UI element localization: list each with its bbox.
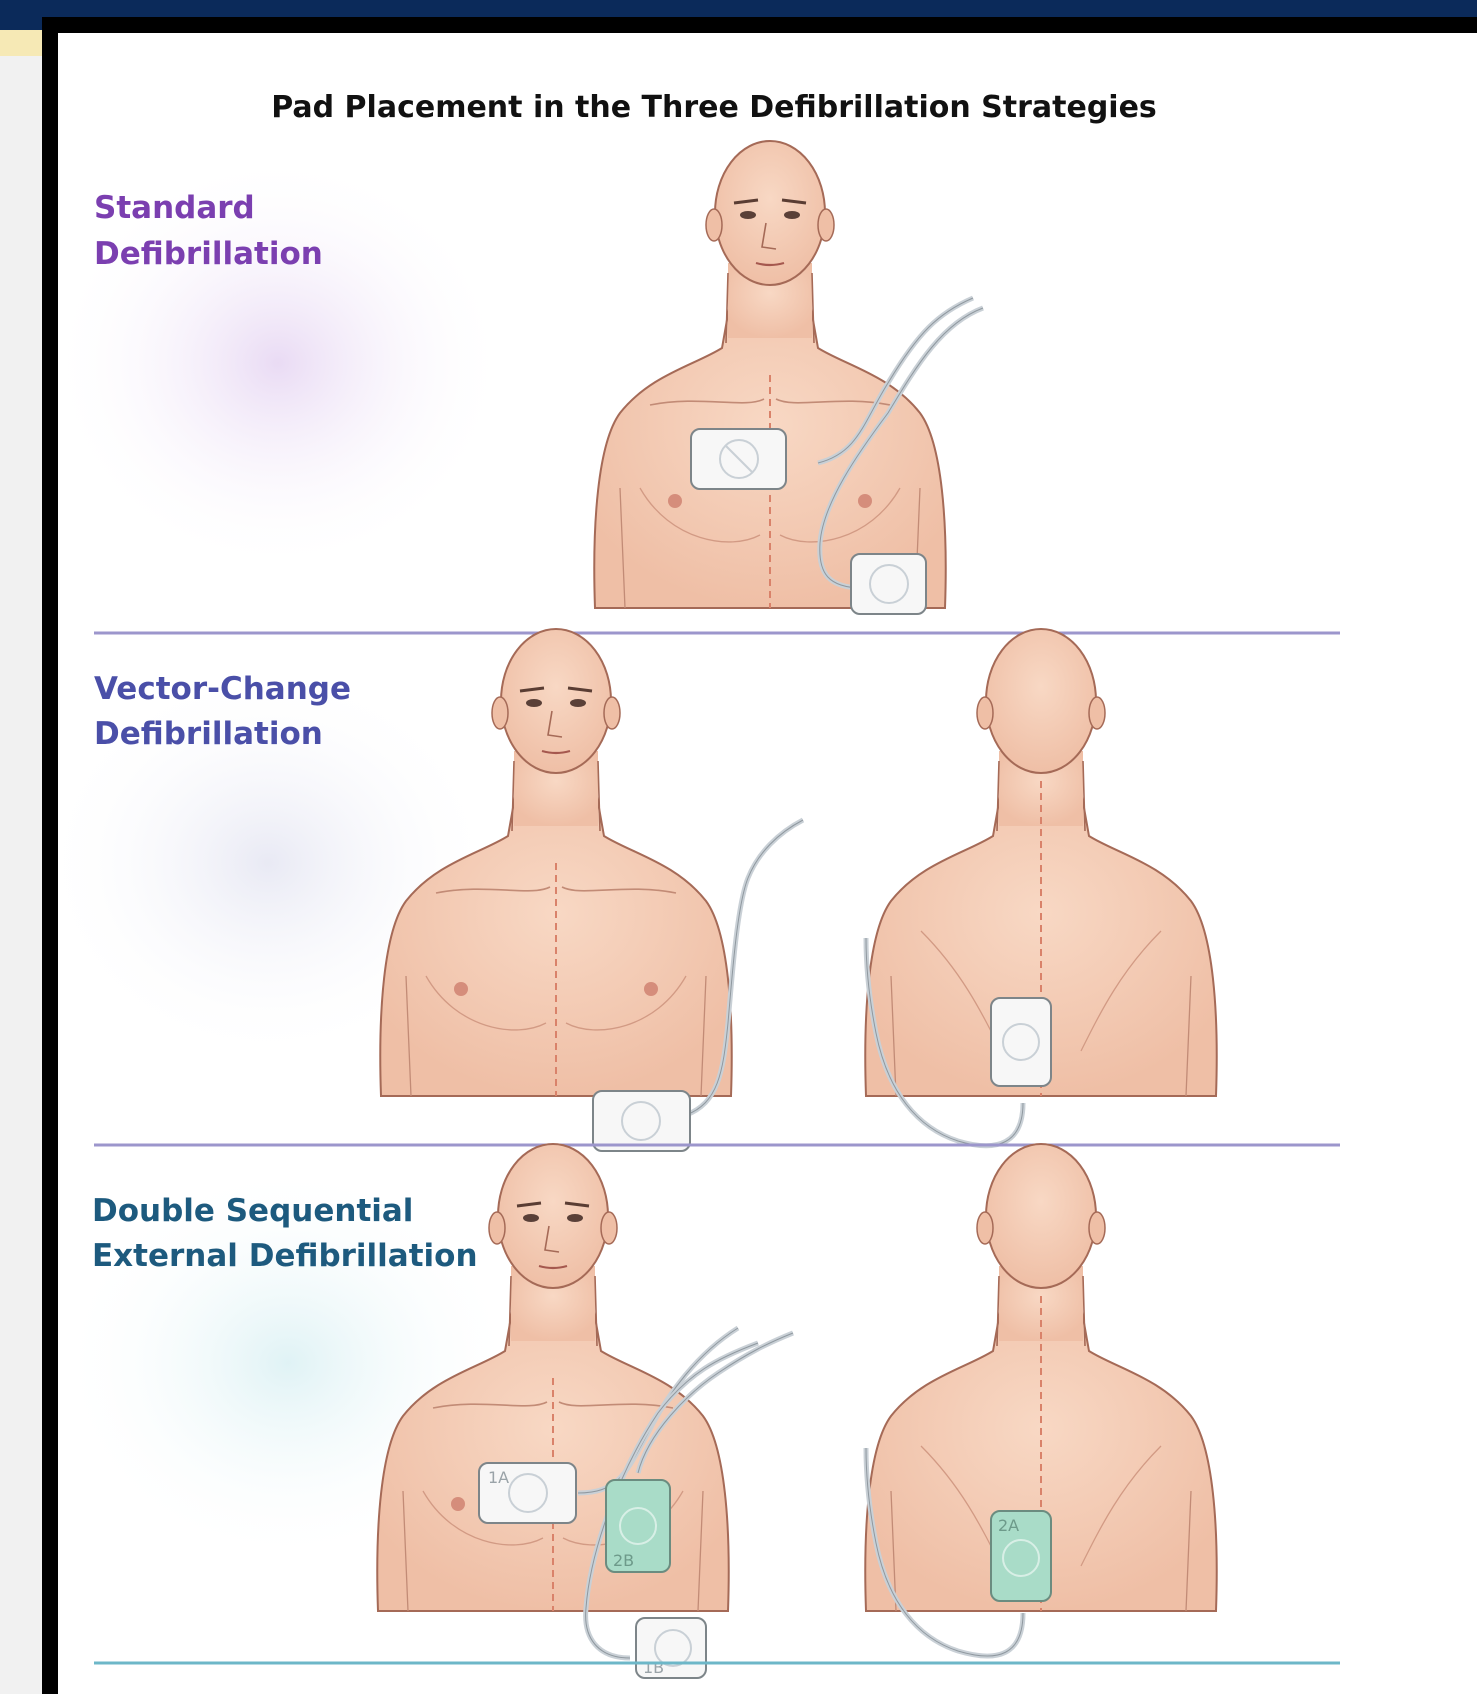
panel-3-label-line1: Double Sequential — [92, 1193, 413, 1229]
panel-2-label-line1: Vector-Change — [94, 671, 351, 707]
pad-tag-2b: 2B — [613, 1551, 634, 1570]
top-navy-bar — [0, 0, 1477, 17]
panel-2-label-line2: Defibrillation — [94, 716, 323, 752]
figure-title: Pad Placement in the Three Defibrillatio… — [271, 90, 1157, 125]
panel-3-label-line2: External Defibrillation — [92, 1238, 478, 1274]
panel-1-label-line1: Standard — [94, 190, 255, 226]
defibrillator-pad-icon: 2A — [991, 1511, 1051, 1601]
pad-tag-2a: 2A — [998, 1516, 1019, 1535]
panel-1-label-line2: Defibrillation — [94, 236, 323, 272]
figure-svg: Pad Placement in the Three Defibrillatio… — [58, 33, 1477, 1694]
defibrillator-pad-icon — [991, 998, 1051, 1086]
defibrillator-pad-icon: 2B — [606, 1480, 670, 1572]
figure-canvas: Pad Placement in the Three Defibrillatio… — [58, 33, 1477, 1694]
pad-tag-1a: 1A — [488, 1468, 509, 1487]
defibrillator-pad-icon — [593, 1091, 690, 1151]
defibrillator-pad-icon — [851, 554, 926, 614]
defibrillator-pad-icon: 1A — [479, 1463, 576, 1523]
left-gutter — [0, 56, 42, 1694]
pad-tag-1b: 1B — [643, 1658, 664, 1677]
defibrillator-pad-icon — [691, 429, 786, 489]
defibrillator-pad-icon: 1B — [636, 1618, 706, 1678]
